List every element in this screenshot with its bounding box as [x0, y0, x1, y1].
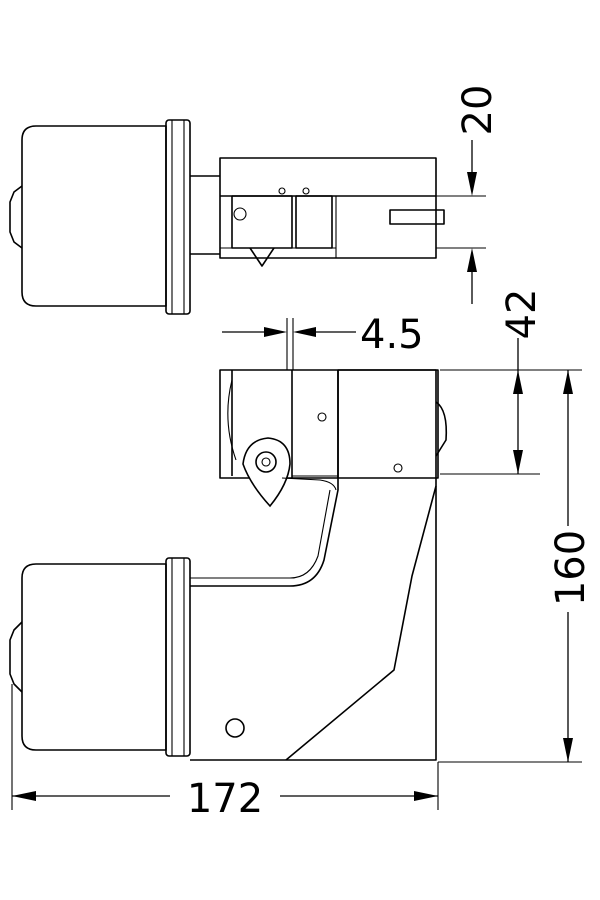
top-motor-body: [21, 125, 167, 307]
front-latch-housing: [219, 369, 439, 479]
dim-overall-width: 172: [11, 684, 439, 822]
top-view: [9, 119, 486, 315]
front-view: [9, 369, 448, 761]
front-motor-body: [21, 563, 167, 751]
dim-top-height: 42: [440, 289, 545, 475]
top-motor-endcap: [9, 185, 23, 249]
dim-top-gap: 20: [455, 85, 501, 304]
top-latch-pawl: [249, 247, 275, 267]
dim-overall-height: 160: [438, 369, 594, 763]
top-latch-block: [231, 195, 293, 249]
dim-bracket-offset: 4.5: [222, 312, 424, 370]
front-mount-hole: [225, 718, 245, 738]
top-keeper: [389, 209, 445, 225]
dim-top-height-label: 42: [499, 289, 545, 340]
front-motor-endcap: [9, 621, 23, 693]
dim-bracket-offset-label: 4.5: [360, 312, 424, 358]
dim-top-gap-label: 20: [455, 85, 501, 136]
top-motor-flange: [165, 119, 191, 315]
top-bolt-block: [295, 195, 333, 249]
dim-overall-width-label: 172: [187, 776, 263, 822]
top-housing: [219, 157, 437, 259]
dim-overall-height-label: 160: [548, 530, 594, 606]
front-motor-flange: [165, 557, 191, 757]
